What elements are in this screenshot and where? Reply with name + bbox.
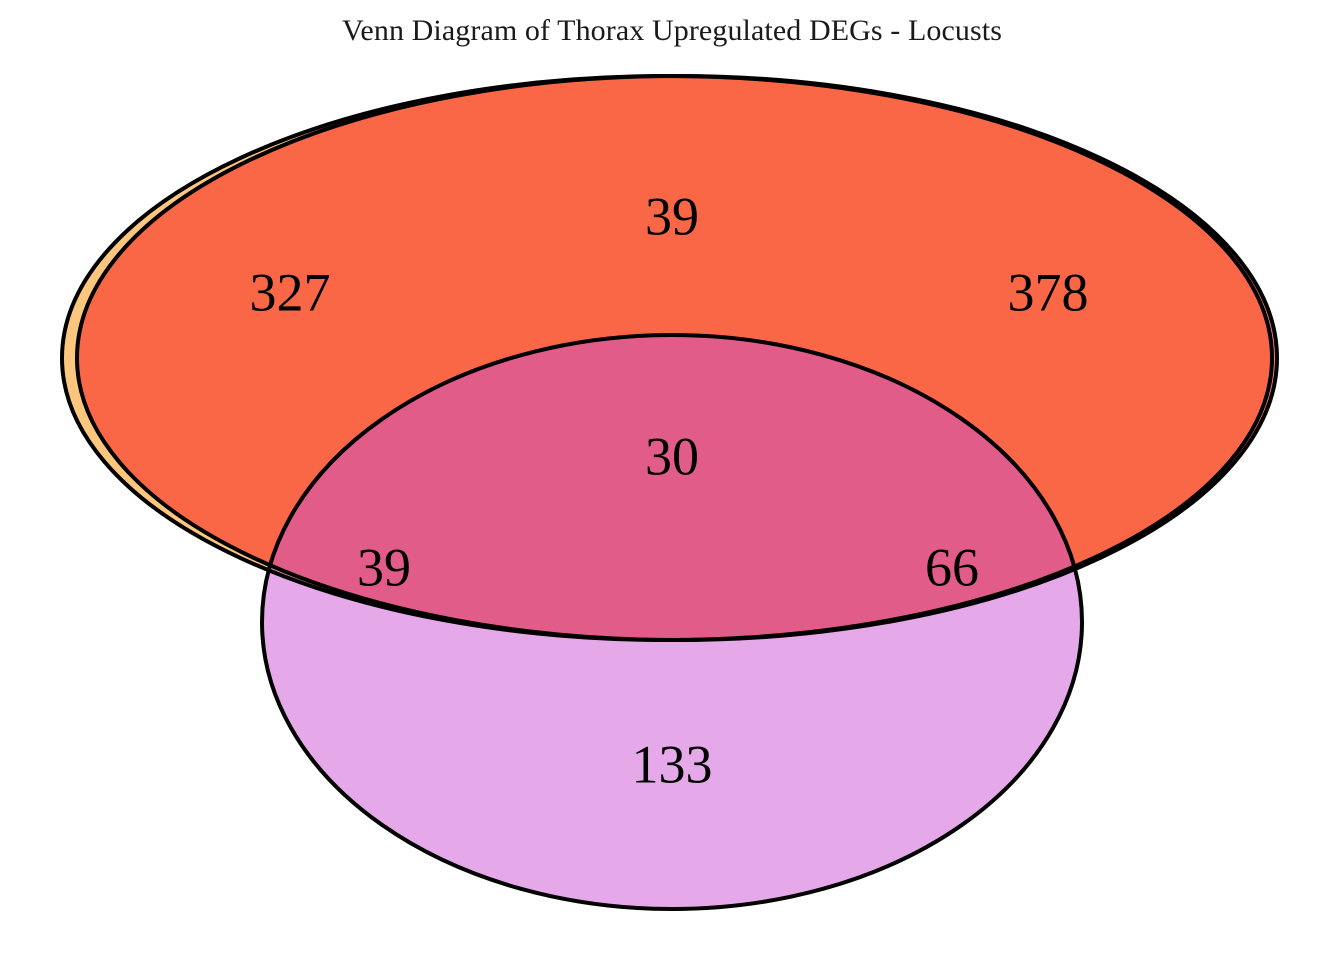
page-title: Venn Diagram of Thorax Upregulated DEGs … bbox=[341, 14, 1002, 47]
venn-count-left-right: 39 bbox=[645, 186, 699, 246]
venn-count-right-bottom: 66 bbox=[925, 537, 979, 597]
venn-ellipse-bottom-outline[interactable] bbox=[260, 333, 1084, 911]
venn-count-bottom-only: 133 bbox=[632, 734, 713, 794]
venn-count-center: 30 bbox=[645, 426, 699, 486]
venn-count-labels: 327 378 39 30 39 66 133 bbox=[250, 186, 1089, 794]
venn-ellipse-right-outline[interactable] bbox=[75, 74, 1279, 642]
venn-count-left-bottom: 39 bbox=[357, 537, 411, 597]
venn-count-right-only: 378 bbox=[1008, 262, 1089, 322]
venn-outlines bbox=[60, 74, 1279, 911]
venn-count-left-only: 327 bbox=[250, 262, 331, 322]
